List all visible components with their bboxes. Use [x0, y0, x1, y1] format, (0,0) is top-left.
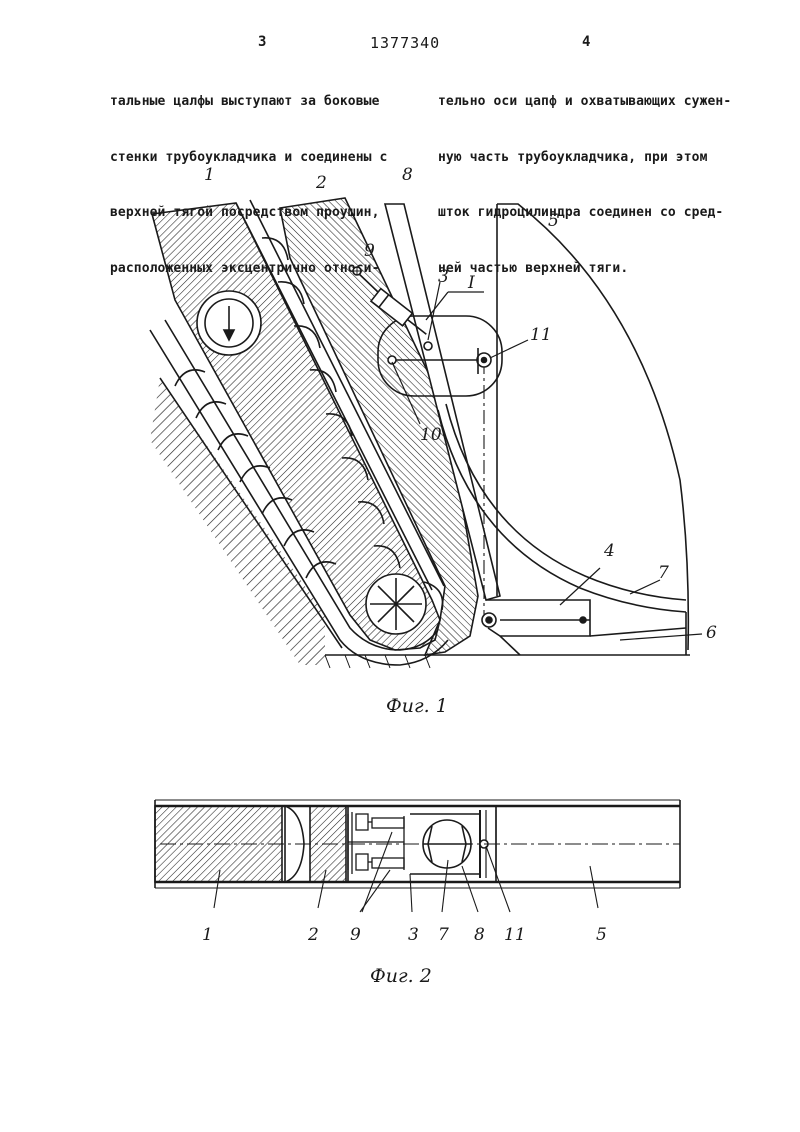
fig1-label-7: 7	[658, 563, 669, 583]
page-number-right: 4	[582, 34, 591, 50]
cylinder-9	[369, 287, 427, 335]
scoops-outer	[174, 369, 337, 579]
fig1-label-4: 4	[603, 541, 615, 561]
fig1-label-11: 11	[530, 325, 552, 345]
fig1-label-3: 3	[438, 267, 449, 287]
body-5	[497, 203, 690, 651]
fig2-label-5: 5	[596, 925, 607, 945]
fig1-label-9: 9	[364, 241, 375, 261]
fig2-label-8: 8	[474, 925, 485, 945]
fig2-label-11: 11	[504, 925, 526, 945]
document-number: 1377340	[370, 34, 441, 52]
page-number-left: 3	[258, 34, 267, 50]
figure-2-caption: Фиг. 2	[370, 965, 432, 987]
text-line: тельно оси цапф и охватывающих сужен-	[438, 94, 732, 109]
rod-8	[383, 203, 501, 601]
fig1-label-1: 1	[204, 165, 215, 185]
fig1-label-8: 8	[402, 165, 413, 185]
fig2-label-1: 1	[202, 925, 213, 945]
body-2	[279, 197, 479, 657]
curve-7	[437, 409, 687, 613]
text-line: ней частью верхней тяги.	[438, 260, 629, 276]
fig1-label-5: 5	[548, 211, 559, 231]
fig1-label-2: 2	[315, 173, 327, 193]
fig2-label-9: 9	[350, 925, 361, 945]
fig2-label-2: 2	[307, 925, 319, 945]
fig2-cylinders-9	[347, 812, 405, 874]
fig1-label-I: I	[467, 273, 475, 293]
fig2-label-7: 7	[438, 925, 449, 945]
fig1-label-10: 10	[420, 425, 442, 445]
figure-1-caption: Фиг. 1	[386, 695, 448, 717]
ground-left	[150, 378, 325, 665]
figure-1	[149, 197, 703, 669]
fig1-label-6: 6	[706, 623, 717, 643]
text-line: ную часть трубоукладчика, при этом	[438, 149, 708, 165]
text-line: стенки трубоукладчика и соединены с	[110, 149, 388, 165]
text-line: тальные цалфы выступают за боковые	[110, 94, 380, 109]
figure-2	[154, 799, 681, 913]
detail-zone-I	[377, 315, 503, 397]
part-4	[486, 599, 591, 637]
scoops-inner	[261, 237, 444, 611]
fig2-label-3: 3	[408, 925, 419, 945]
